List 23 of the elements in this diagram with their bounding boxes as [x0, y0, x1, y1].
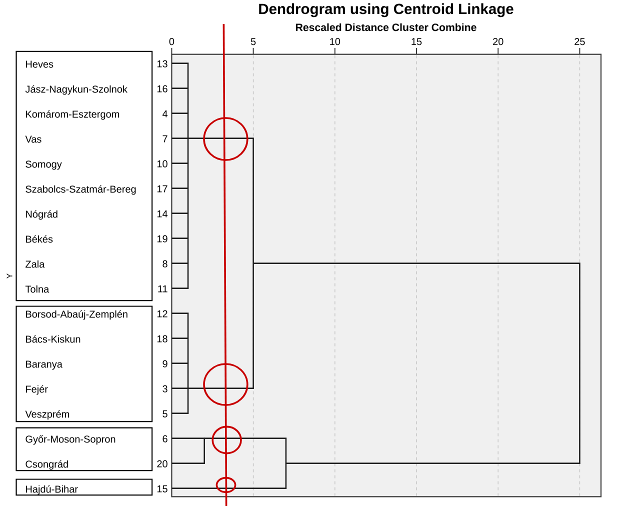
tick-label: 25 [574, 38, 585, 46]
tick-label: 15 [412, 38, 422, 46]
chart-title: Dendrogram using Centroid Linkage [259, 3, 514, 18]
axis-title: Rescaled Distance Cluster Combine [296, 23, 476, 32]
case-number: 6 [162, 435, 168, 442]
tick-label: 10 [330, 38, 340, 46]
name-list-box: Heves Jász-Nagykun-Szolnok Komárom-Esztergom Vas Somogy Szabolcs-Szatmár-Bereg Nógrád Békés Zala Tolna [16, 50, 153, 302]
tick-label: 0 [169, 38, 174, 46]
case-number: 15 [157, 485, 168, 492]
case-number: 7 [162, 135, 168, 142]
name-list-box: Győr-Moson-Sopron Csongrád [16, 427, 153, 472]
case-number: 8 [162, 260, 168, 268]
name-list-box: Borsod-Abaúj-Zemplén Bács-Kiskun Baranya Fejér Veszprém [16, 306, 153, 422]
case-number: 11 [158, 285, 168, 292]
name-list-box: Hajdú-Bihar [16, 478, 153, 496]
case-number: 9 [162, 360, 168, 368]
case-number: 12 [157, 310, 168, 318]
case-number: 20 [157, 460, 168, 468]
case-number: 5 [162, 410, 168, 418]
tick-label: 20 [493, 38, 504, 46]
case-number: 3 [162, 385, 168, 392]
case-number: 4 [162, 110, 168, 118]
tick-label: 5 [250, 38, 256, 46]
